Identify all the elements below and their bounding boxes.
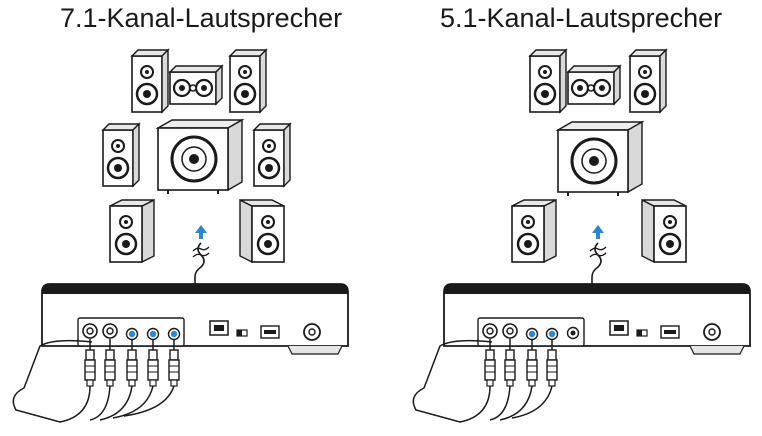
rear-left-speaker bbox=[510, 198, 558, 264]
rear-left-speaker bbox=[108, 198, 156, 264]
rear-right-speaker bbox=[238, 198, 286, 264]
coax-jack bbox=[82, 323, 98, 339]
front-left-speaker bbox=[528, 48, 568, 114]
receiver-box bbox=[443, 283, 751, 355]
receiver-box bbox=[41, 283, 349, 355]
rear-right-speaker bbox=[640, 198, 688, 264]
front-left-speaker bbox=[130, 48, 170, 114]
analog-jack bbox=[545, 327, 559, 341]
side-right-speaker bbox=[252, 122, 292, 188]
coax-jack bbox=[502, 323, 518, 339]
subwoofer bbox=[156, 118, 244, 196]
analog-jack bbox=[525, 327, 539, 341]
diagram-title-7-1: 7.1-Kanal-Lautsprecher bbox=[60, 3, 343, 33]
arrow-up-icon bbox=[589, 224, 607, 286]
center-speaker bbox=[168, 64, 224, 106]
subwoofer bbox=[556, 120, 644, 198]
diagram-7-1 bbox=[12, 48, 349, 423]
front-right-speaker bbox=[628, 48, 668, 114]
side-left-speaker bbox=[101, 122, 141, 188]
front-right-speaker bbox=[228, 48, 268, 114]
coax-jack bbox=[102, 323, 118, 339]
cable-icon bbox=[412, 339, 553, 423]
diagram-title-5-1: 5.1-Kanal-Lautsprecher bbox=[440, 3, 723, 33]
cable-icon bbox=[12, 339, 175, 423]
analog-jack bbox=[146, 327, 160, 341]
coax-jack bbox=[482, 323, 498, 339]
analog-jack bbox=[125, 327, 139, 341]
diagram-5-1 bbox=[412, 48, 751, 423]
center-speaker bbox=[566, 64, 622, 106]
analog-jack bbox=[167, 327, 181, 341]
arrow-up-icon bbox=[192, 224, 210, 286]
